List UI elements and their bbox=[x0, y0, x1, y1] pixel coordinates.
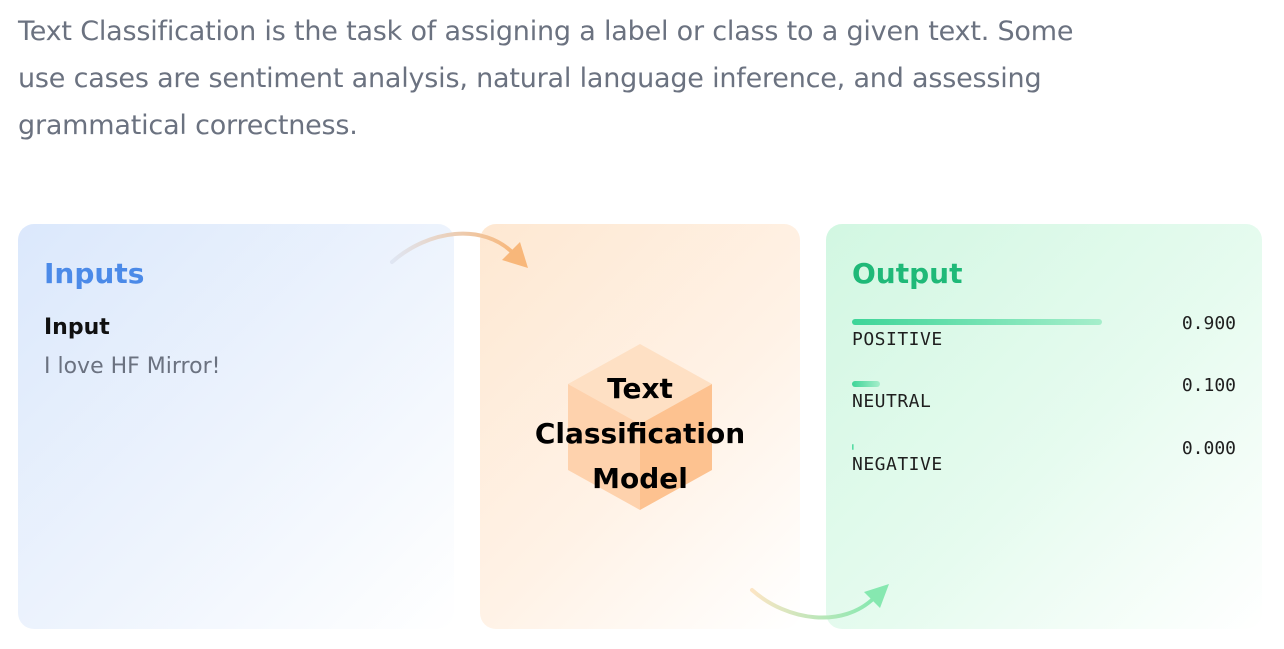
result-label: NEGATIVE bbox=[852, 454, 943, 475]
score-bar bbox=[852, 381, 880, 387]
task-description: Text Classification is the task of assig… bbox=[18, 16, 1074, 141]
inputs-panel: Inputs Input I love HF Mirror! bbox=[18, 224, 454, 629]
model-label-line2: Classification bbox=[534, 417, 746, 450]
score-bar bbox=[852, 319, 1102, 325]
result-score: 0.900 bbox=[1181, 313, 1236, 334]
result-row-negative: NEGATIVE 0.000 bbox=[852, 438, 1236, 484]
model-label-line3: Model bbox=[592, 462, 688, 495]
result-score: 0.100 bbox=[1181, 375, 1236, 396]
score-bar bbox=[852, 444, 854, 450]
model-panel: Text Classification Model bbox=[480, 224, 800, 629]
flow-arrow-model-to-output-icon bbox=[750, 584, 889, 620]
input-field-label: Input bbox=[44, 315, 110, 340]
model-cube-icon bbox=[568, 344, 712, 510]
result-row-neutral: NEUTRAL 0.100 bbox=[852, 375, 1236, 421]
model-label-line1: Text bbox=[607, 372, 673, 405]
result-row-positive: POSITIVE 0.900 bbox=[852, 313, 1236, 359]
result-label: POSITIVE bbox=[852, 329, 943, 350]
flow-arrow-input-to-model-icon bbox=[390, 231, 528, 268]
inputs-title: Inputs bbox=[44, 257, 145, 290]
input-field-value: I love HF Mirror! bbox=[44, 354, 221, 379]
result-score: 0.000 bbox=[1181, 438, 1236, 459]
output-title: Output bbox=[852, 257, 963, 290]
output-panel: Output POSITIVE 0.900 NEUTRAL 0.100 NEGA… bbox=[826, 224, 1262, 629]
result-label: NEUTRAL bbox=[852, 391, 932, 412]
model-label: Text Classification Model bbox=[480, 366, 800, 501]
